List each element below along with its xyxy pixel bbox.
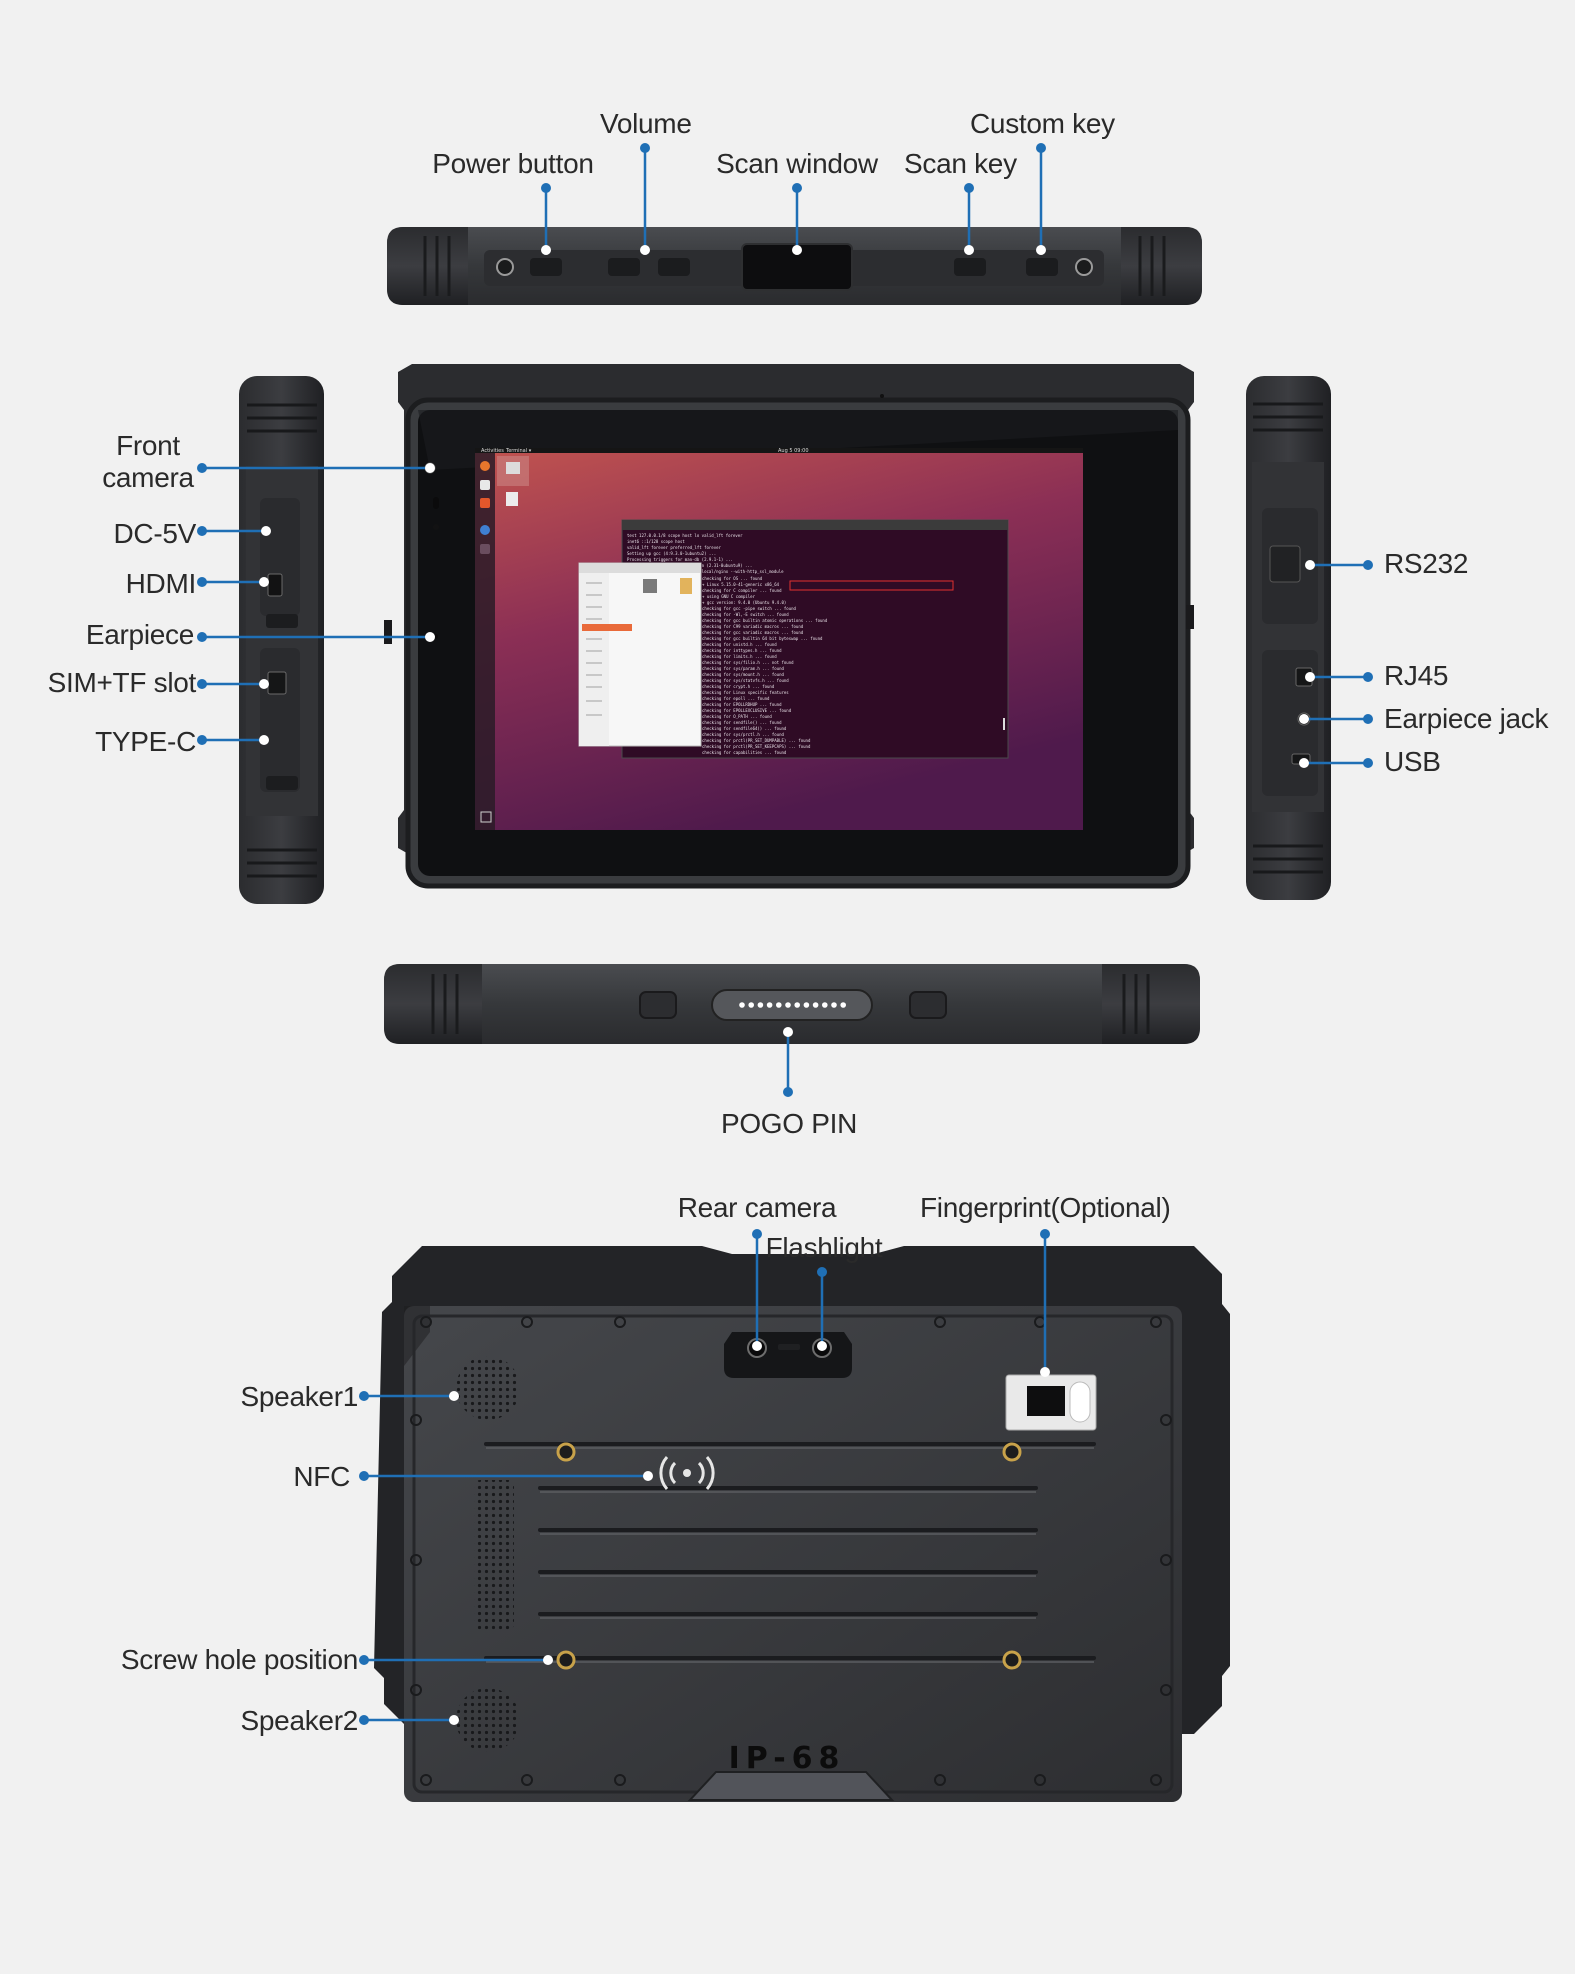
svg-text:checking for C compiler ... fo: checking for C compiler ... found <box>702 588 782 593</box>
pogo-pins <box>739 1002 846 1008</box>
pogo-pin-connector <box>711 989 873 1021</box>
pogo-pin <box>812 1002 819 1008</box>
callout-endpoints <box>259 245 1315 1725</box>
svg-text:checking for Linux specific fe: checking for Linux specific features <box>702 690 789 695</box>
svg-text:checking for O_PATH ... found: checking for O_PATH ... found <box>702 714 772 719</box>
svg-text:checking for sendfile64() ...: checking for sendfile64() ... found <box>702 726 787 731</box>
pogo-pin <box>757 1002 764 1008</box>
svg-text:sudo ./configure --prefix=/usr: sudo ./configure --prefix=/usr/local/ngi… <box>627 569 784 574</box>
svg-text:checking for prctl(PR_SET_DUMP: checking for prctl(PR_SET_DUMPABLE) ... … <box>702 738 811 743</box>
svg-text:checking for EPOLLRDHUP ... fo: checking for EPOLLRDHUP ... found <box>702 702 782 707</box>
svg-text:checking for sys/prctl.h ... f: checking for sys/prctl.h ... found <box>702 732 784 737</box>
speaker-grille-icon <box>456 1688 520 1752</box>
pogo-pin <box>748 1002 754 1008</box>
nfc-icon <box>659 1456 715 1490</box>
svg-text:+ gcc version: 9.4.0 (Ubuntu 9: + gcc version: 9.4.0 (Ubuntu 9.4.0) <box>702 600 786 605</box>
label-flashlight: Flashlight <box>765 1232 883 1263</box>
label-usb: USB <box>1384 746 1441 777</box>
pogo-pin <box>840 1002 846 1008</box>
svg-text:checking for capabilities ...: checking for capabilities ... found <box>702 750 787 755</box>
svg-text:checking for gcc builtin 64 bi: checking for gcc builtin 64 bit byteswap… <box>702 636 823 641</box>
svg-text:checking for C99 variadic macr: checking for C99 variadic macros ... fou… <box>702 624 804 629</box>
top-edge-view <box>387 227 1202 305</box>
svg-text:+ Linux 5.15.0-41-generic x86_: + Linux 5.15.0-41-generic x86_64 <box>702 582 780 587</box>
pogo-pin <box>766 1002 773 1008</box>
svg-text:checking for unistd.h ... foun: checking for unistd.h ... found <box>702 642 777 647</box>
pogo-pin <box>794 1002 800 1008</box>
svg-text:test 127.0.0.1/8 scope host lo: test 127.0.0.1/8 scope host lo valid_lft… <box>627 533 743 538</box>
pogo-pin <box>831 1002 837 1008</box>
pogo-pin <box>739 1002 745 1008</box>
label-speaker2: Speaker2 <box>240 1705 359 1736</box>
svg-text:checking for prctl(PR_SET_KEEP: checking for prctl(PR_SET_KEEPCAPS) ... … <box>702 744 811 749</box>
bottom-edge-view <box>384 964 1200 1044</box>
svg-text:checking for sys/statvfs.h ...: checking for sys/statvfs.h ... found <box>702 678 789 683</box>
right-side-view <box>1246 376 1331 900</box>
label-hdmi: HDMI <box>125 568 197 599</box>
label-rear-camera: Rear camera <box>677 1192 837 1223</box>
label-scan-key: Scan key <box>904 148 1017 179</box>
label-front-camera: Front camera <box>102 430 194 493</box>
pogo-pin <box>822 1002 828 1008</box>
svg-text:checking for crypt.h ... found: checking for crypt.h ... found <box>702 684 775 689</box>
svg-text:checking for OS ... found: checking for OS ... found <box>702 576 763 581</box>
svg-text:checking for gcc builtin atomi: checking for gcc builtin atomic operatio… <box>702 618 828 623</box>
ip-rating-mark: IP-68 <box>729 1741 846 1776</box>
label-pogo-pin: POGO PIN <box>720 1108 858 1139</box>
svg-text:checking for gcc -pipe switch: checking for gcc -pipe switch ... found <box>702 606 797 611</box>
label-rj45: RJ45 <box>1384 660 1449 691</box>
pogo-pin <box>776 1002 782 1008</box>
svg-text:+ using GNU C compiler: + using GNU C compiler <box>702 594 756 599</box>
callout-dots <box>197 143 1373 1725</box>
label-scan-window: Scan window <box>716 148 878 179</box>
back-view: IP-68 <box>374 1246 1230 1802</box>
label-sim-tf-slot: SIM+TF slot <box>47 667 197 698</box>
svg-text:inet6 ::1/128 scope host: inet6 ::1/128 scope host <box>627 539 685 544</box>
label-volume: Volume <box>600 108 692 139</box>
speaker-grille-icon <box>456 1356 520 1420</box>
label-dc-5v: DC-5V <box>113 518 196 549</box>
svg-text:checking for inttypes.h ... fo: checking for inttypes.h ... found <box>702 648 782 653</box>
svg-text:Aug 5 09:00: Aug 5 09:00 <box>778 448 809 454</box>
svg-text:checking for gcc variadic macr: checking for gcc variadic macros ... fou… <box>702 630 804 635</box>
label-fingerprint: Fingerprint(Optional) <box>920 1192 1171 1223</box>
svg-text:checking for -Wl,-E switch ...: checking for -Wl,-E switch ... found <box>702 612 789 617</box>
svg-text:Processing triggers for man-db: Processing triggers for man-db (2.9.1-1)… <box>627 557 733 562</box>
pogo-pin <box>803 1002 810 1008</box>
svg-text:checking for EPOLLEXCLUSIVE ..: checking for EPOLLEXCLUSIVE ... found <box>702 708 792 713</box>
svg-text:checking for sys/filio.h ... n: checking for sys/filio.h ... not found <box>702 660 794 665</box>
svg-text:checking for sendfile() ... fo: checking for sendfile() ... found <box>702 720 782 725</box>
svg-text:Activities: Activities <box>481 448 504 454</box>
svg-text:checking for limits.h ... foun: checking for limits.h ... found <box>702 654 777 659</box>
svg-text:valid_lft forever preferred_lf: valid_lft forever preferred_lft forever <box>627 545 722 550</box>
label-screw-hole-position: Screw hole position <box>120 1644 358 1675</box>
svg-text:Setting up gcc (4:9.3.0-1ubunt: Setting up gcc (4:9.3.0-1ubuntu2) ... <box>627 551 716 556</box>
label-earpiece-jack: Earpiece jack <box>1384 703 1549 734</box>
svg-text:checking for sys/mount.h ... f: checking for sys/mount.h ... found <box>702 672 784 677</box>
label-earpiece: Earpiece <box>85 619 194 650</box>
left-side-view <box>239 376 324 904</box>
label-speaker1: Speaker1 <box>240 1381 359 1412</box>
svg-text:Terminal ▾: Terminal ▾ <box>505 448 532 454</box>
label-rs232: RS232 <box>1384 548 1469 579</box>
label-custom-key: Custom key <box>970 108 1115 139</box>
callout-lines <box>202 148 1368 1722</box>
svg-text:checking for epoll ... found: checking for epoll ... found <box>702 696 770 701</box>
label-nfc: NFC <box>293 1461 350 1492</box>
label-power-button: Power button <box>432 148 594 179</box>
front-view: Activities Terminal ▾ Aug 5 09:00 test 1… <box>384 364 1194 889</box>
svg-text:checking for sys/param.h ... f: checking for sys/param.h ... found <box>702 666 784 671</box>
pogo-pin <box>785 1002 791 1008</box>
label-type-c: TYPE-C <box>95 726 196 757</box>
